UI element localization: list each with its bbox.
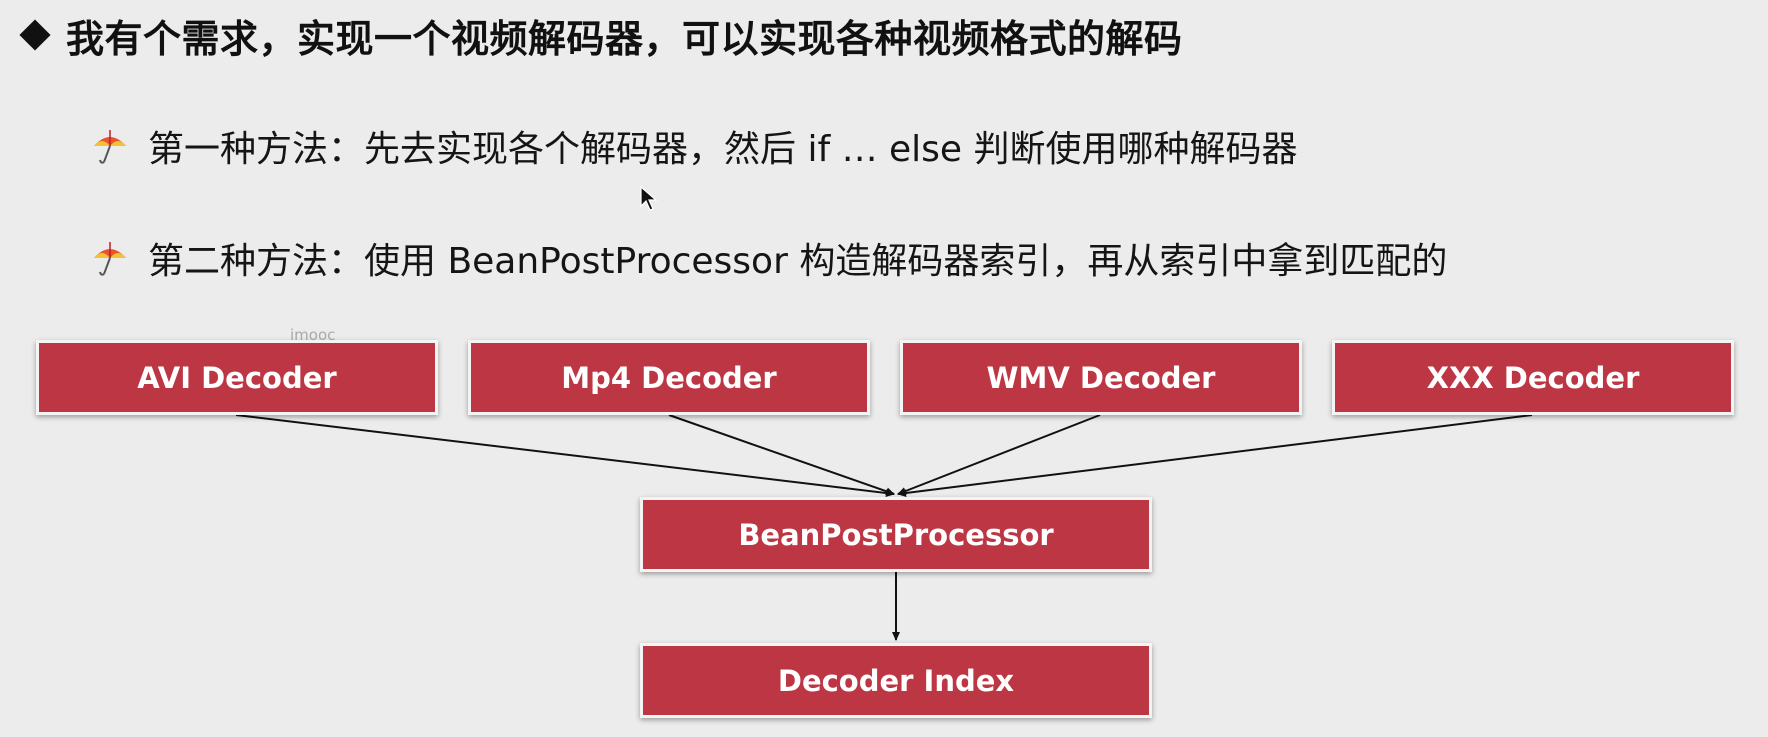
- bullet-text-1: 第一种方法：先去实现各个解码器，然后 if … else 判断使用哪种解码器: [148, 129, 1298, 170]
- title-row: 我有个需求，实现一个视频解码器，可以实现各种视频格式的解码: [18, 8, 1183, 62]
- edge-xxx-to-bpp: [897, 414, 1533, 497]
- umbrella-icon: [94, 242, 126, 276]
- watermark: imooc: [290, 326, 336, 344]
- node-wmv-decoder: WMV Decoder: [900, 340, 1302, 415]
- slide-title: 我有个需求，实现一个视频解码器，可以实现各种视频格式的解码: [66, 16, 1183, 61]
- bullet-text-2: 第二种方法：使用 BeanPostProcessor 构造解码器索引，再从索引中…: [148, 241, 1448, 282]
- edge-mp4-to-bpp: [668, 414, 895, 496]
- node-bean-post-processor: BeanPostProcessor: [640, 497, 1152, 572]
- umbrella-icon: [94, 130, 126, 164]
- node-decoder-index: Decoder Index: [640, 643, 1152, 718]
- node-avi-decoder: AVI Decoder: [36, 340, 438, 415]
- node-mp4-decoder: Mp4 Decoder: [468, 340, 870, 415]
- edge-avi-to-bpp: [235, 414, 895, 498]
- diamond-bullet-icon: [19, 19, 51, 51]
- edge-wmv-to-bpp: [897, 414, 1101, 495]
- node-xxx-decoder: XXX Decoder: [1332, 340, 1734, 415]
- bullet-item-2: 第二种方法：使用 BeanPostProcessor 构造解码器索引，再从索引中…: [90, 232, 1447, 284]
- mouse-cursor-icon: [640, 186, 658, 211]
- bullet-item-1: 第一种方法：先去实现各个解码器，然后 if … else 判断使用哪种解码器: [90, 120, 1298, 172]
